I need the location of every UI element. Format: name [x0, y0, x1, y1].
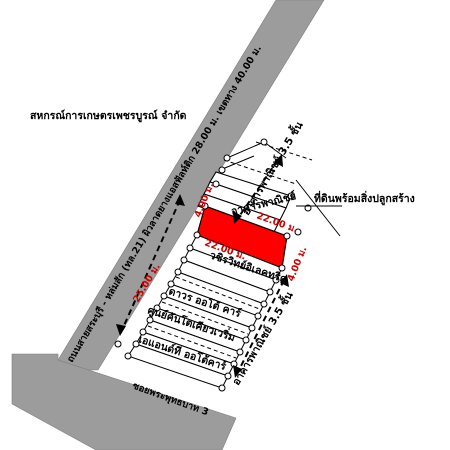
- dimension-arrows: [116, 154, 342, 378]
- land-with-buildings-label: ที่ดินพร้อมสิ่งปลูกสร้าง: [314, 190, 415, 206]
- boundary-nodes: [114, 138, 312, 392]
- main-road: [51, 0, 325, 371]
- coop-label: สหกรณ์การเกษตรเพชรบูรณ์ จำกัด: [30, 109, 187, 123]
- upper-building-lots: [197, 141, 313, 233]
- lower-building-lots: [127, 234, 283, 389]
- side-road: [11, 353, 237, 450]
- rear-width-dimension: 4.00 ม.: [286, 245, 310, 283]
